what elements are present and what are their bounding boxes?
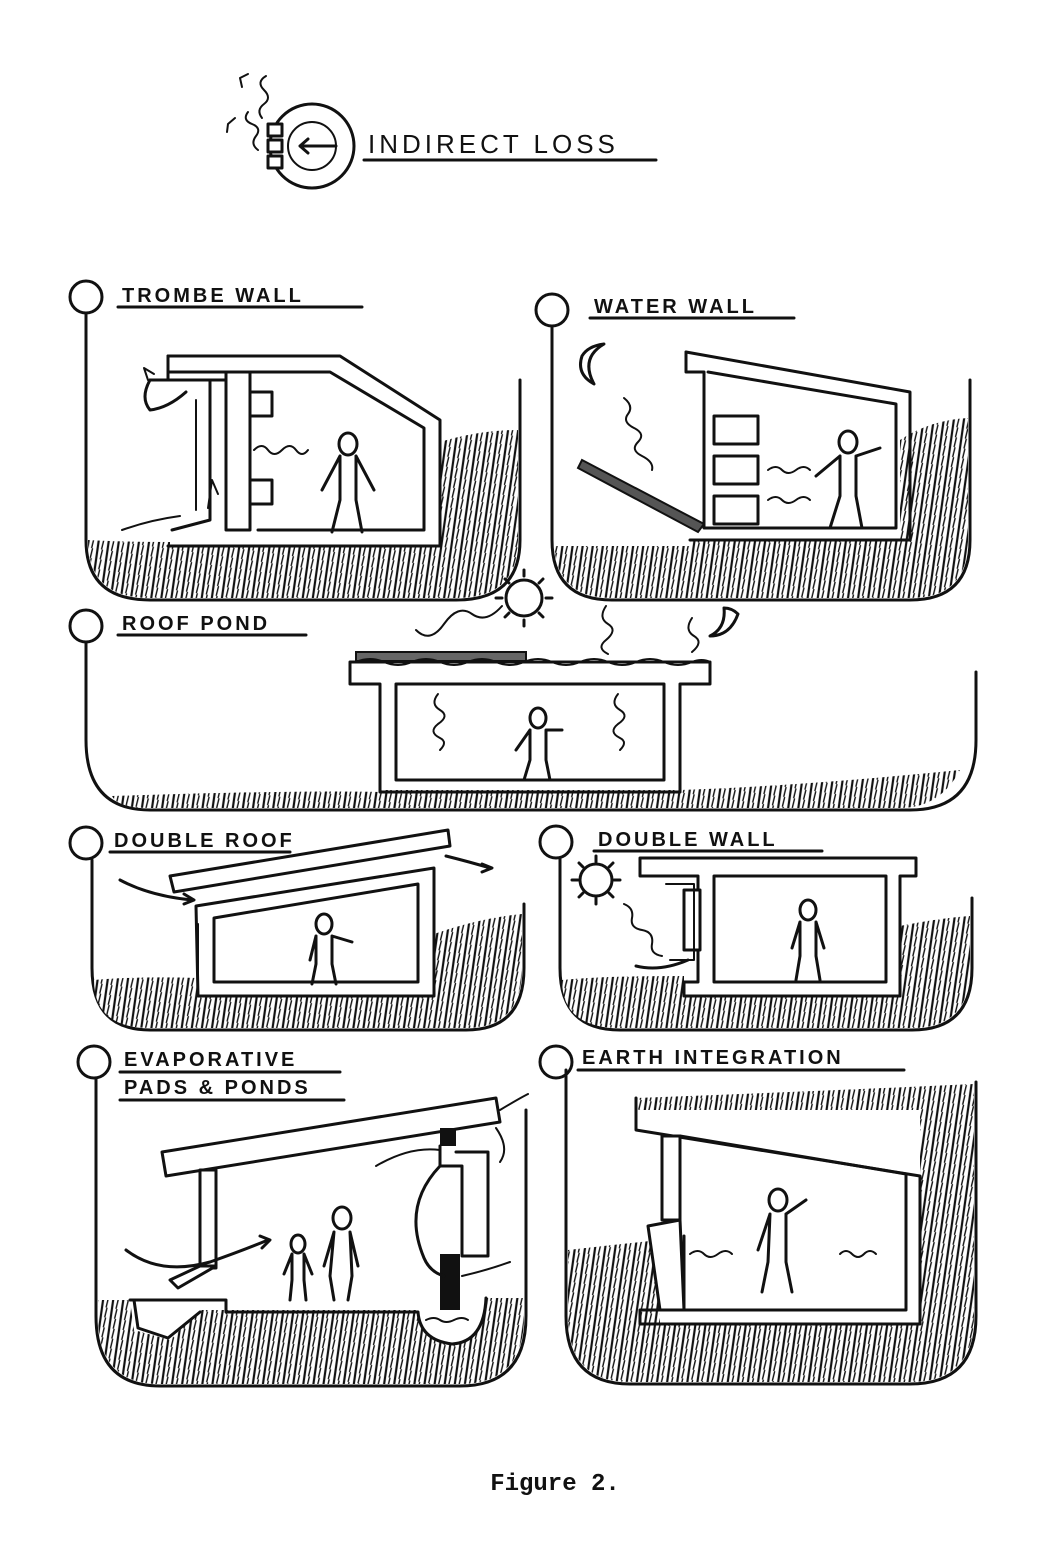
person-icon <box>320 431 376 534</box>
panel-marker <box>76 1044 112 1080</box>
sun-icon <box>578 862 614 898</box>
panel-label-earth-integration: EARTH INTEGRATION <box>582 1047 844 1069</box>
panel-water-wall: WATER WALL <box>534 292 972 602</box>
person-icon <box>308 912 354 986</box>
indirect-loss-icon <box>226 73 356 190</box>
panel-label-double-wall: DOUBLE WALL <box>598 829 778 851</box>
panel-roof-pond: ROOF POND <box>68 568 978 812</box>
person-icon <box>514 706 564 782</box>
figure-caption: Figure 2. <box>490 1471 620 1498</box>
panel-marker <box>68 825 104 861</box>
pad-icon <box>440 1254 460 1310</box>
panel-label-water-wall: WATER WALL <box>594 296 757 318</box>
panel-double-roof: DOUBLE ROOF <box>68 825 526 1032</box>
panel-double-wall: DOUBLE WALL <box>538 824 974 1032</box>
sun-icon <box>504 578 544 618</box>
panel-marker <box>68 608 104 644</box>
person-icon <box>756 1187 808 1294</box>
panel-trombe-wall: TROMBE WALL <box>68 279 522 602</box>
person-icon <box>814 429 882 530</box>
panel-marker <box>538 1044 574 1080</box>
panel-marker <box>538 824 574 860</box>
panel-label-evaporative-line1: EVAPORATIVE <box>124 1049 297 1071</box>
person-icon <box>790 898 826 982</box>
panel-marker <box>534 292 570 328</box>
person-icon <box>282 1233 314 1302</box>
panel-evaporative-pads-ponds: EVAPORATIVE PADS & PONDS <box>76 1044 529 1388</box>
panel-label-evaporative-line2: PADS & PONDS <box>124 1077 311 1099</box>
person-icon <box>322 1205 360 1302</box>
panel-label-double-roof: DOUBLE ROOF <box>114 830 295 852</box>
panel-label-roof-pond: ROOF POND <box>122 613 270 635</box>
header: INDIRECT LOSS <box>226 73 658 190</box>
panel-marker <box>68 279 104 315</box>
panel-label-trombe-wall: TROMBE WALL <box>122 285 304 307</box>
header-title: INDIRECT LOSS <box>368 129 619 159</box>
panel-earth-integration: EARTH INTEGRATION <box>538 1044 978 1386</box>
